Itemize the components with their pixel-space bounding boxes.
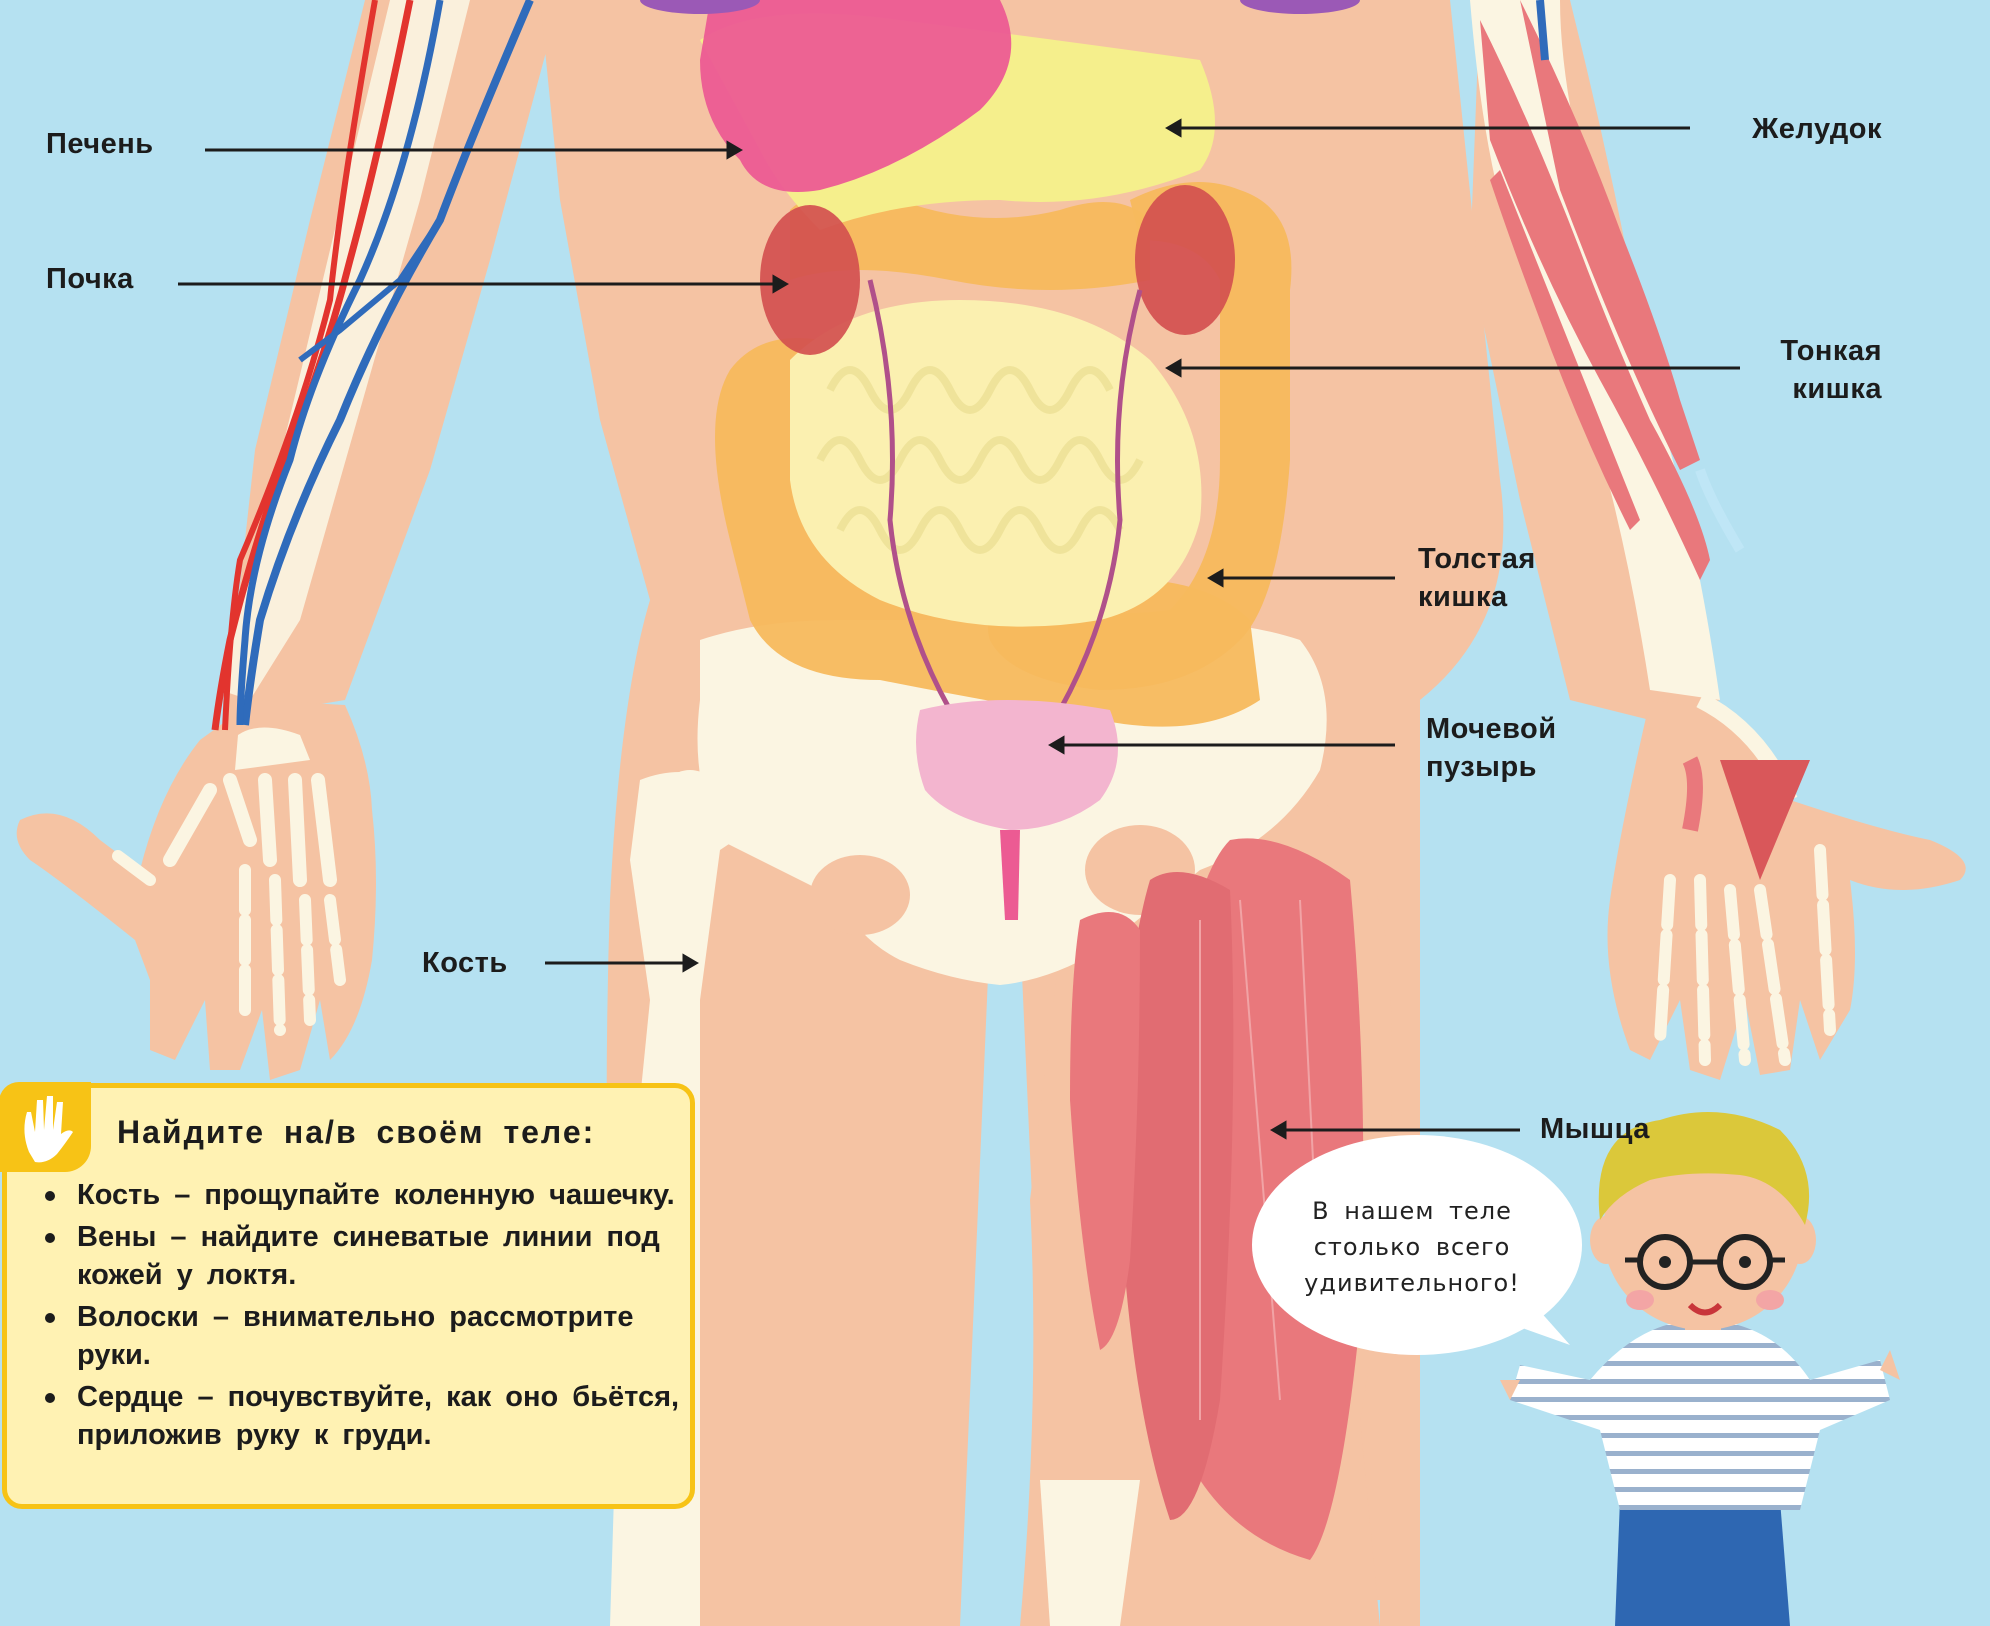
label-bladder-line1: Мочевой xyxy=(1426,710,1557,748)
find-on-your-body-box: Найдите на/в своём теле: Кость – прощупа… xyxy=(2,1083,695,1509)
label-small-intestine: Тонкая кишка xyxy=(1700,332,1882,408)
label-kidney: Почка xyxy=(46,260,134,298)
label-large-intestine: Толстая кишка xyxy=(1418,540,1536,616)
box-list: Кость – прощупайте коленную чашечку. Вен… xyxy=(41,1176,681,1458)
label-bladder: Мочевой пузырь xyxy=(1426,710,1557,786)
label-small-intestine-line1: Тонкая xyxy=(1700,332,1882,370)
label-stomach: Желудок xyxy=(1700,110,1882,148)
label-bone: Кость xyxy=(422,944,508,982)
label-large-intestine-line1: Толстая xyxy=(1418,540,1536,578)
speech-bubble-text: В нашем теле столько всего удивительного… xyxy=(1262,1193,1562,1301)
label-liver: Печень xyxy=(46,125,154,163)
list-item: Вены – найдите синеватые линии под кожей… xyxy=(41,1218,681,1294)
box-title: Найдите на/в своём теле: xyxy=(117,1114,595,1151)
label-bladder-line2: пузырь xyxy=(1426,748,1557,786)
list-item: Волоски – внимательно рассмотрите руки. xyxy=(41,1298,681,1374)
label-muscle: Мышца xyxy=(1540,1110,1650,1148)
raised-hand-icon xyxy=(0,1082,91,1172)
list-item: Кость – прощупайте коленную чашечку. xyxy=(41,1176,681,1214)
label-small-intestine-line2: кишка xyxy=(1700,370,1882,408)
list-item: Сердце – почувствуйте, как оно бьётся, п… xyxy=(41,1378,681,1454)
label-large-intestine-line2: кишка xyxy=(1418,578,1536,616)
